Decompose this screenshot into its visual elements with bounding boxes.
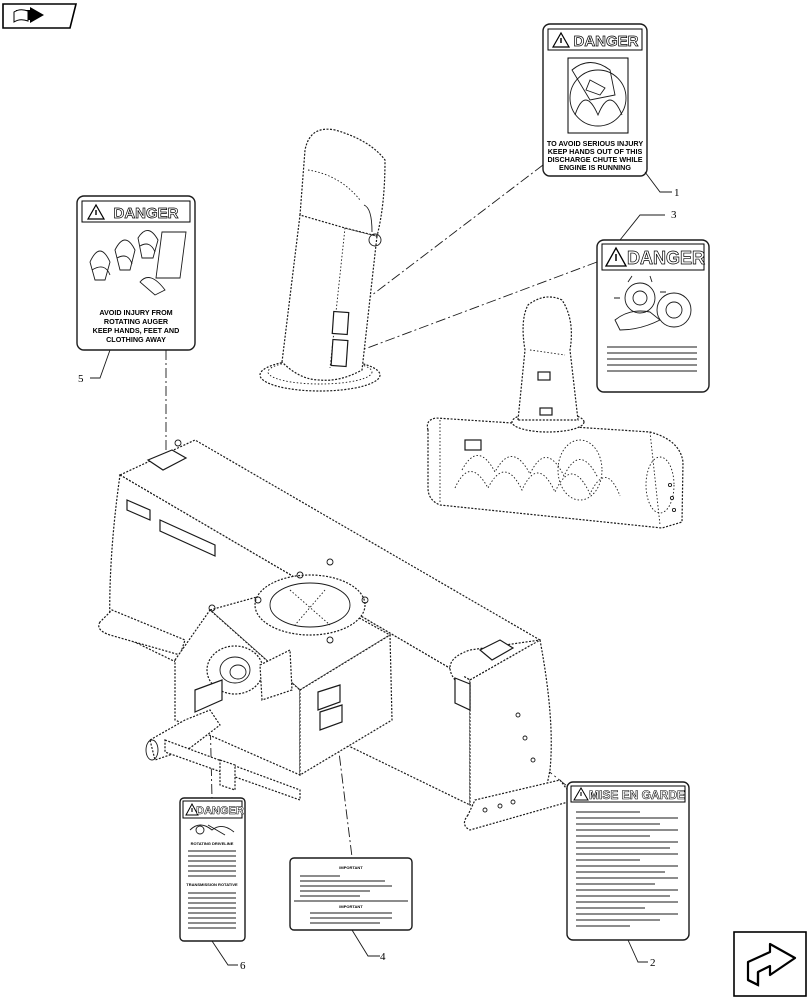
decal-1-line-2: KEEP HANDS OUT OF THIS [548, 147, 643, 156]
warning-triangle-icon [185, 802, 199, 816]
warning-triangle-icon [551, 31, 571, 48]
decal-5-line-1: AVOID INJURY FROM [99, 308, 172, 317]
hand-in-chute-icon [567, 57, 629, 134]
decal-5-line-4: CLOTHING AWAY [106, 335, 166, 344]
decal-6[interactable]: DANGER ROTATING DRIVELINE TRANSMISSION R… [179, 797, 246, 972]
decal-6-sub-1: ROTATING DRIVELINE [191, 841, 234, 846]
snowblower-housing [98, 439, 577, 831]
decal-1-header: DANGER [573, 33, 638, 50]
callout-2: 2 [650, 957, 656, 969]
decal-5-line-3: KEEP HANDS, FEET AND [93, 326, 180, 335]
decal-3-text-lines [607, 346, 697, 372]
decal-4[interactable]: IMPORTANT IMPORTANT 4 [289, 857, 413, 963]
warning-triangle-icon [86, 203, 106, 220]
decal-4-heading-bottom: IMPORTANT [339, 904, 363, 909]
auger-feet-icon [89, 230, 187, 296]
decal-6-sub-2: TRANSMISSION ROTATIVE [186, 882, 238, 887]
decal-6-text-lines-1 [188, 850, 236, 877]
decal-4-heading-top: IMPORTANT [339, 865, 363, 870]
decal-5-header: DANGER [113, 205, 178, 222]
decal-3-header: DANGER [627, 248, 705, 268]
decal-1-line-3: DISCHARGE CHUTE WHILE [547, 155, 642, 164]
decal-5-line-2: ROTATING AUGER [104, 317, 169, 326]
next-page-arrow-icon[interactable] [733, 931, 807, 997]
callout-3: 3 [671, 209, 677, 221]
callout-4: 4 [380, 951, 386, 963]
driveline-icon [189, 824, 235, 836]
snowblower-assembly [426, 296, 684, 529]
discharge-chute [259, 128, 386, 392]
decal-2-header: MISE EN GARDE [589, 788, 685, 802]
decal-5[interactable]: DANGER AVOID INJURY FROM ROTATING AUGER … [76, 195, 196, 385]
warning-triangle-icon [573, 787, 589, 801]
decal-4-text-lines-2 [310, 912, 392, 924]
decal-6-text-lines-2 [188, 892, 236, 929]
callout-5: 5 [78, 373, 84, 385]
decal-1-line-1: TO AVOID SERIOUS INJURY [547, 139, 643, 148]
decal-6-header: DANGER [196, 805, 244, 817]
decal-4-text-lines-1 [300, 875, 392, 897]
warning-triangle-icon [604, 246, 628, 267]
gears-hand-icon [614, 275, 692, 331]
decal-1-line-4: ENGINE IS RUNNING [559, 163, 631, 172]
decal-3[interactable]: 3 DANGER [596, 209, 710, 393]
decal-2-text-lines [576, 811, 678, 927]
decal-2[interactable]: MISE EN GARDE 2 [566, 781, 690, 969]
decal-1[interactable]: DANGER TO AVOID SERIOUS INJURY KEEP HAND… [542, 23, 680, 199]
callout-1: 1 [674, 187, 680, 199]
callout-6: 6 [240, 960, 246, 972]
book-arrow-icon[interactable] [2, 3, 78, 29]
